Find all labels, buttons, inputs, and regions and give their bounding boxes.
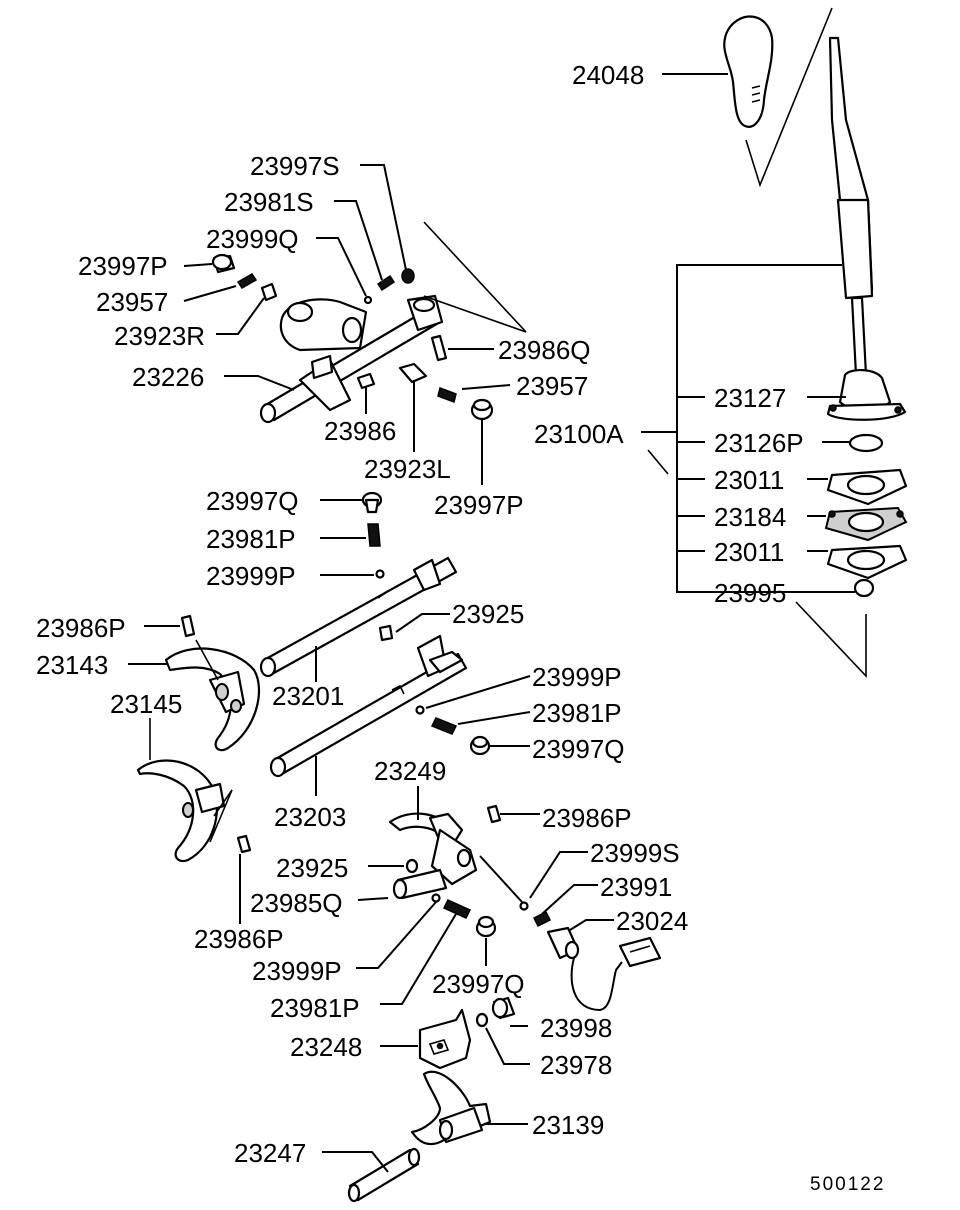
plug-23997P-upper — [211, 253, 236, 274]
plate-23184 — [824, 506, 908, 542]
label-23923L: 23923L — [364, 454, 451, 484]
label-23024: 23024 — [616, 906, 688, 936]
pin-23986Q — [430, 334, 448, 362]
rail-assembly-line — [423, 221, 527, 333]
label-23997S: 23997S — [250, 151, 340, 181]
shift-knob — [723, 15, 774, 128]
label-23998: 23998 — [540, 1013, 612, 1043]
label-23986P-lower-left: 23986P — [194, 924, 284, 954]
label-23011-lower: 23011 — [714, 537, 784, 567]
label-23986P-lower-right: 23986P — [542, 803, 632, 833]
shaft-23247 — [347, 1147, 421, 1203]
shift-fork-23145 — [136, 759, 226, 863]
label-23925-upper: 23925 — [452, 599, 524, 629]
gasket-23011-lower — [826, 544, 908, 580]
spring-23957-lower — [437, 387, 457, 403]
lever-assembly-line — [795, 601, 867, 679]
label-23011-upper: 23011 — [714, 465, 784, 495]
label-23999Q: 23999Q — [206, 224, 299, 254]
label-23999S: 23999S — [590, 838, 680, 868]
shift-rail-23203 — [269, 634, 468, 778]
label-23999P-middle: 23999P — [532, 662, 622, 692]
plug-23997S — [401, 268, 415, 284]
label-23184: 23184 — [714, 502, 786, 532]
label-23986Q: 23986Q — [498, 335, 591, 365]
switch-23024 — [546, 926, 662, 1012]
label-23100A: 23100A — [534, 419, 624, 449]
plug-23997P-lower — [470, 398, 494, 421]
label-23249: 23249 — [374, 756, 446, 786]
shift-fork-23139 — [410, 1070, 492, 1146]
label-24048: 24048 — [572, 60, 644, 90]
label-23978: 23978 — [540, 1050, 612, 1080]
bolt-23998 — [491, 996, 516, 1020]
label-23139: 23139 — [532, 1110, 604, 1140]
pin-23986P-left — [180, 614, 196, 638]
label-23986: 23986 — [324, 416, 396, 446]
spring-23981S — [376, 274, 396, 292]
diagram-code: 500122 — [810, 1174, 885, 1195]
ball-23999P-lower — [431, 893, 441, 903]
label-23999P-lower: 23999P — [252, 956, 342, 986]
knob-assembly-line — [745, 7, 833, 188]
label-23145: 23145 — [110, 689, 182, 719]
label-23127: 23127 — [714, 383, 786, 413]
spring-23957-upper — [236, 273, 258, 289]
label-23997Q-middle: 23997Q — [532, 734, 625, 764]
bushing-23995 — [853, 578, 875, 598]
label-23981S: 23981S — [224, 187, 314, 217]
assembly-bracket — [676, 264, 842, 593]
pin-23923L — [398, 362, 428, 384]
gasket-23011-upper — [826, 468, 908, 506]
label-23986P-left: 23986P — [36, 613, 126, 643]
label-23957-lower: 23957 — [516, 371, 588, 401]
pin-23923R — [260, 282, 278, 302]
seal-23991 — [532, 910, 552, 928]
label-23981P-lower: 23981P — [270, 993, 360, 1023]
label-23248: 23248 — [290, 1032, 362, 1062]
shift-rail-23226 — [259, 294, 444, 424]
label-23925-lower: 23925 — [276, 853, 348, 883]
shift-fork-23249 — [388, 812, 478, 900]
plug-23997Q-middle — [469, 735, 491, 756]
label-23247: 23247 — [234, 1138, 306, 1168]
spring-23981P-middle — [430, 717, 458, 735]
label-23981P-upper: 23981P — [206, 524, 296, 554]
hardware-upper-middle — [361, 491, 385, 579]
pin-23986P-lower-right — [486, 804, 502, 824]
pin-23925-upper — [378, 624, 394, 642]
shift-rail-23201 — [259, 556, 458, 678]
pin-23986P-lower-left — [236, 834, 252, 854]
label-23957-upper: 23957 — [96, 287, 168, 317]
shift-lever — [826, 36, 907, 421]
shift-fork-23143 — [164, 647, 261, 752]
label-23985Q: 23985Q — [250, 888, 343, 918]
label-23997P-upper: 23997P — [78, 251, 168, 281]
label-23997Q-upper: 23997Q — [206, 486, 299, 516]
plug-23997Q-lower — [475, 915, 497, 938]
housing-block — [279, 298, 368, 352]
label-23201: 23201 — [272, 681, 344, 711]
label-23997P-lower: 23997P — [434, 490, 524, 520]
pin-23986 — [356, 372, 376, 390]
label-23203: 23203 — [274, 802, 346, 832]
label-23143: 23143 — [36, 650, 108, 680]
label-23923R: 23923R — [114, 321, 205, 351]
label-23999P-upper: 23999P — [206, 561, 296, 591]
washer-23978 — [475, 1012, 489, 1028]
label-23981P-middle: 23981P — [532, 698, 622, 728]
ball-23999S — [519, 901, 529, 911]
boot-23126P — [848, 433, 884, 453]
label-23126P: 23126P — [714, 428, 804, 458]
bracket-23248 — [418, 1008, 472, 1070]
pin-23925-lower — [405, 858, 419, 874]
label-23226: 23226 — [132, 362, 204, 392]
label-23997Q-lower: 23997Q — [432, 969, 525, 999]
label-23995: 23995 — [714, 578, 786, 608]
ball-23999P-middle — [415, 705, 425, 715]
spring-23981P-lower — [442, 899, 472, 919]
label-23991: 23991 — [600, 872, 672, 902]
ball-23999Q — [363, 295, 373, 305]
